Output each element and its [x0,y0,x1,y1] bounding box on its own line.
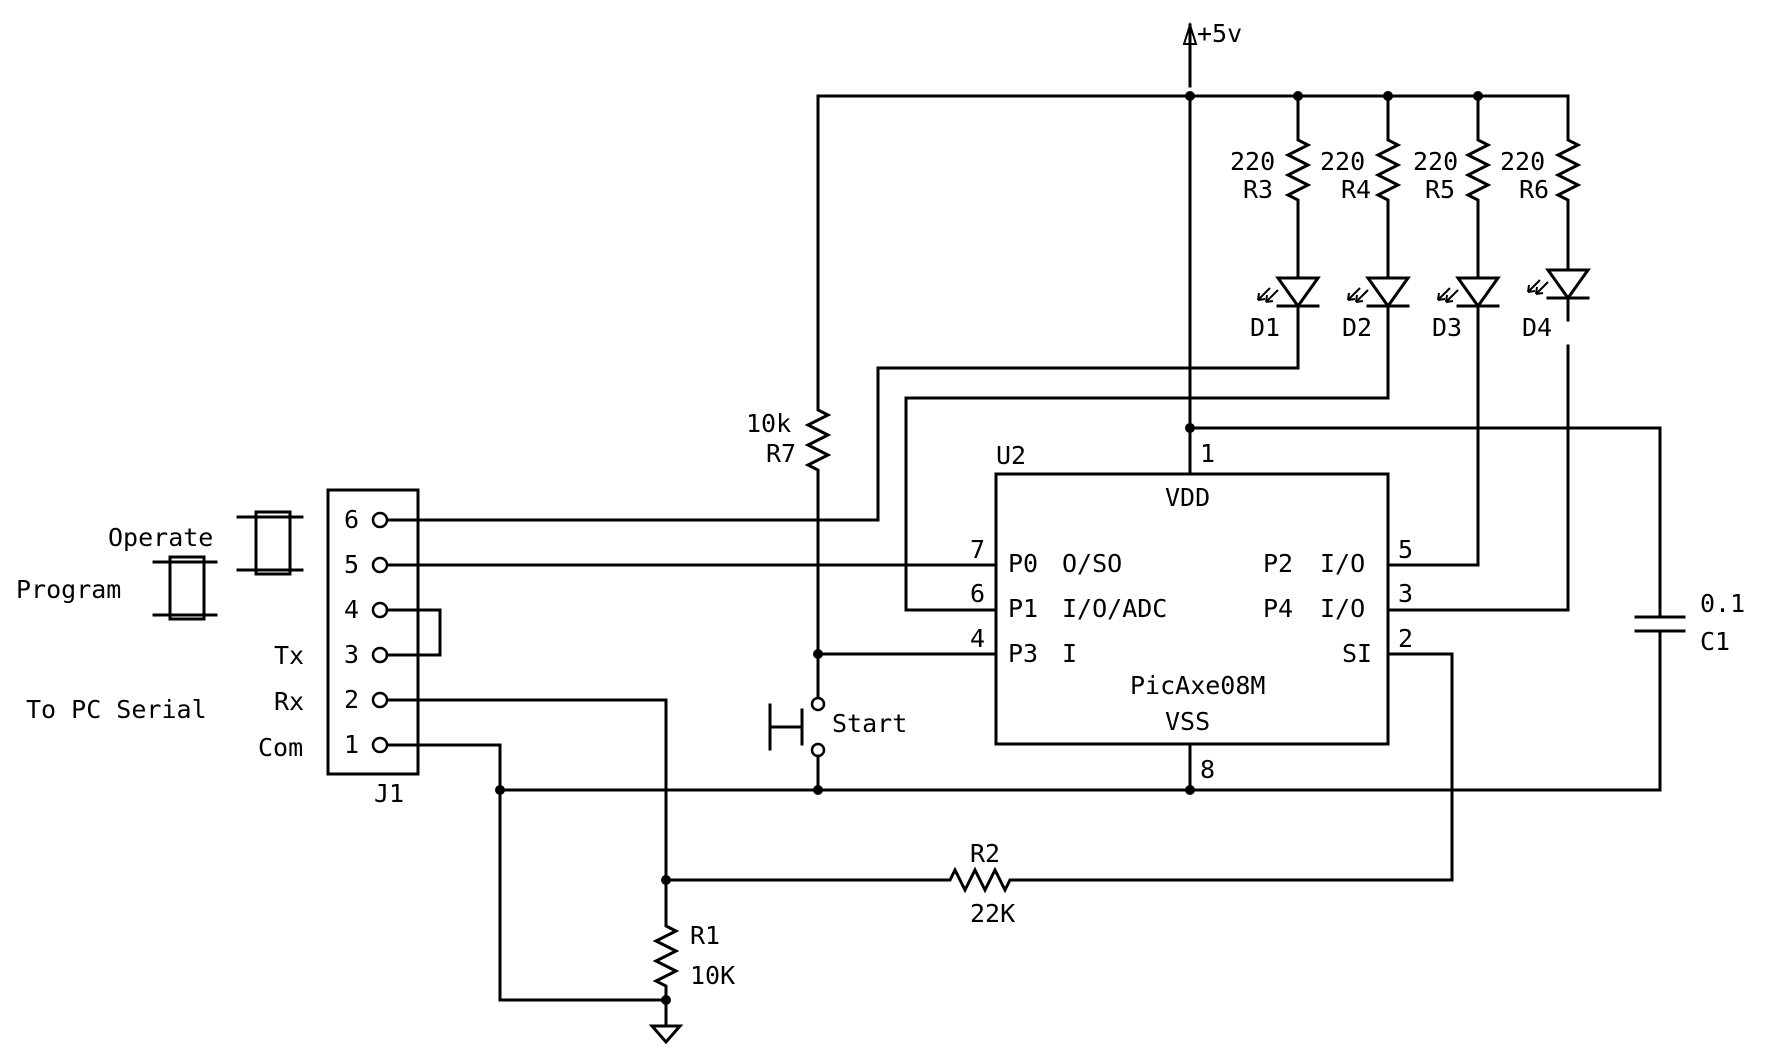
led-d1-label: D1 [1250,313,1280,342]
resistor-r3: 220 R3 [1230,94,1312,280]
ic-vss: VSS [1165,707,1210,736]
signal-tx: Tx [274,641,304,670]
ic-name: PicAxe08M [1130,671,1265,700]
resistor-r4-ref: R4 [1341,175,1371,204]
ic-vdd: VDD [1165,483,1210,512]
led-d3: D3 [1387,276,1501,567]
resistor-r5-ref: R5 [1425,175,1455,204]
operate-label: Operate [108,523,213,552]
ic-pin-name-p1: P1 [1008,594,1038,623]
ic-pin-num-5: 5 [1398,535,1413,564]
ic-pin-num-2: 2 [1398,624,1413,653]
ic-pin-num-3: 3 [1398,579,1413,608]
capacitor-c1-ref: C1 [1700,627,1730,656]
ic-vss-pin: 8 [1200,755,1215,784]
resistor-r7: 10k R7 [746,94,832,706]
vdd-net [1185,94,1662,619]
resistor-r4-value: 220 [1320,147,1365,176]
led-d1: D1 [378,276,1321,522]
resistor-r4: 220 R4 [1320,94,1402,280]
ic-pin-func-p2: I/O [1320,549,1365,578]
connector-pin-2: 2 [344,685,359,714]
resistor-r1: R1 10K [378,698,735,1028]
resistor-r6-value: 220 [1500,147,1545,176]
connector-pin-4: 4 [344,595,359,624]
led-d3-label: D3 [1432,313,1462,342]
wire-si [1014,652,1454,882]
led-d4-label: D4 [1522,313,1552,342]
resistor-r1-ref: R1 [690,921,720,950]
resistor-r2: R2 22K [661,839,1018,928]
ic-pin-func-p3: I [1062,639,1077,668]
signal-rx: Rx [274,687,304,716]
start-switch: Start [768,649,998,792]
connector-pin-3: 3 [344,640,359,669]
resistor-r1-value: 10K [690,961,735,990]
resistor-r5: 220 R5 [1413,94,1492,280]
ic-pin-name-p4: P4 [1263,594,1293,623]
program-label: Program [16,575,121,604]
ic-pin-num-7: 7 [970,535,985,564]
connector-pin-5: 5 [344,550,359,579]
connector-pin-1: 1 [344,730,359,759]
power-label: +5v [1197,19,1242,48]
ic-pin-name-si: SI [1342,639,1372,668]
program-switch: Program [16,555,218,621]
ic-pin-num-4: 4 [970,624,985,653]
operate-switch: Operate [108,510,304,576]
ic-pin-name-p2: P2 [1263,549,1293,578]
ic-pin-func-p4: I/O [1320,594,1365,623]
ic-pin-func-p0: O/SO [1062,549,1122,578]
ground-rail [495,742,1662,795]
start-switch-label: Start [832,709,907,738]
resistor-r3-value: 220 [1230,147,1275,176]
resistor-r7-value: 10k [746,409,791,438]
ic-pin-name-p3: P3 [1008,639,1038,668]
ic-pin-func-p1: I/O/ADC [1062,594,1167,623]
resistor-r6: 220 R6 [1500,94,1582,272]
ic-vdd-pin: 1 [1200,439,1215,468]
power-supply: +5v [1182,19,1242,88]
ic-ref: U2 [996,441,1026,470]
capacitor-c1: 0.1 C1 [1634,589,1745,790]
connector-j1: J1 6 5 4 3 2 1 Tx Rx Com To PC Serial [26,488,442,808]
resistor-r2-value: 22K [970,899,1015,928]
ic-u2: U2 1 VDD 7 P0 O/SO 6 P1 I/O/ADC 4 P3 I 5… [970,439,1413,784]
led-d2-label: D2 [1342,313,1372,342]
ground-icon [648,1024,684,1045]
connector-pin-6: 6 [344,505,359,534]
resistor-r3-ref: R3 [1243,175,1273,204]
capacitor-c1-value: 0.1 [1700,589,1745,618]
resistor-r7-ref: R7 [766,439,796,468]
led-d4: D4 [1387,268,1591,612]
resistor-r2-ref: R2 [970,839,1000,868]
signal-com: Com [258,733,303,762]
ic-pin-num-6: 6 [970,579,985,608]
connector-caption: To PC Serial [26,695,207,724]
ic-pin-name-p0: P0 [1008,549,1038,578]
resistor-r5-value: 220 [1413,147,1458,176]
led-d2: D2 [904,276,1411,612]
resistor-r6-ref: R6 [1519,175,1549,204]
top-rail [816,91,1570,101]
connector-ref: J1 [374,779,404,808]
